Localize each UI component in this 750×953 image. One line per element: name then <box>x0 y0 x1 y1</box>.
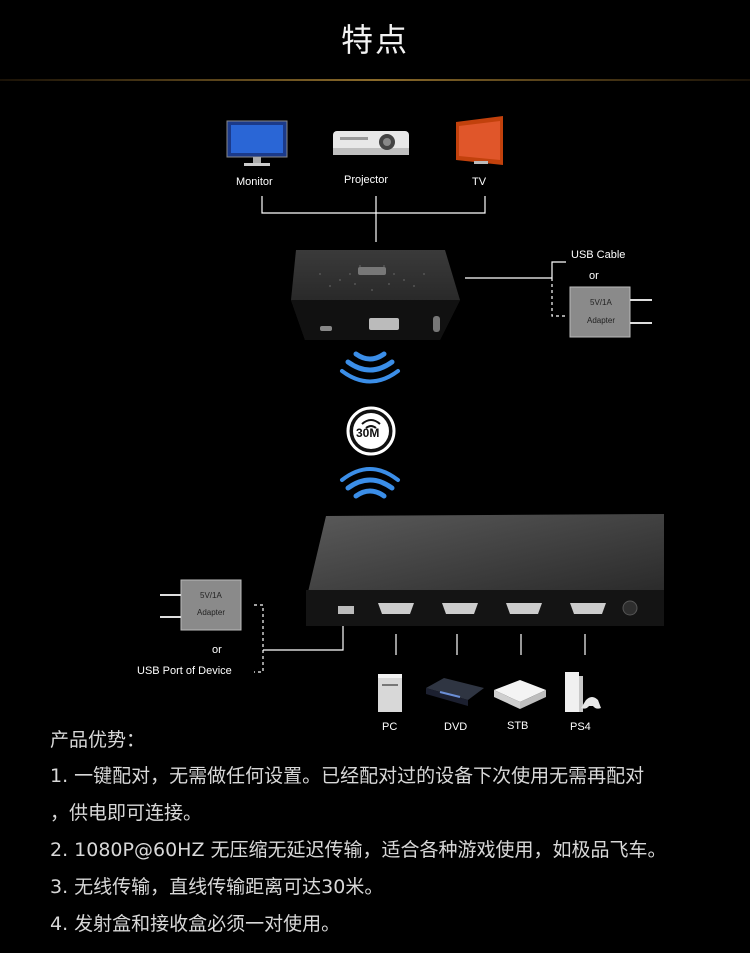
range-badge-text: 30M <box>356 426 380 440</box>
connection-diagram: Monitor Projector TV USB Cable or 5V/1A … <box>137 116 664 733</box>
tv-icon <box>456 116 503 165</box>
adapter-left-label: Adapter <box>197 608 226 617</box>
page-title: 特点 <box>340 21 409 59</box>
transmitter-switch <box>306 514 664 626</box>
adapter-top-rating: 5V/1A <box>590 298 612 307</box>
usb-port-label: USB Port of Device <box>137 665 232 677</box>
wifi-signal-bottom-icon <box>340 467 400 499</box>
projector-icon <box>333 131 409 155</box>
source-label-pc: PC <box>382 721 398 733</box>
display-label-projector: Projector <box>344 174 389 186</box>
display-label-monitor: Monitor <box>236 176 273 188</box>
wifi-signal-top-icon <box>340 351 400 384</box>
feature-item-3: 3. 无线传输，直线传输距离可达30米。 <box>50 876 384 898</box>
adapter-left-rating: 5V/1A <box>200 591 222 600</box>
adapter-left <box>160 579 242 631</box>
stb-icon <box>494 680 546 709</box>
features-section: 产品优势： 1. 一键配对，无需做任何设置。已经配对过的设备下次使用无需再配对 … <box>50 722 730 943</box>
title-divider <box>0 79 750 81</box>
or-label-left: or <box>212 644 222 656</box>
feature-item-1: 1. 一键配对，无需做任何设置。已经配对过的设备下次使用无需再配对 <box>50 765 645 787</box>
features-title: 产品优势： <box>50 729 146 751</box>
display-label-tv: TV <box>472 176 487 188</box>
range-badge-icon <box>346 406 396 456</box>
feature-item-4: 4. 发射盒和接收盒必须一对使用。 <box>50 913 341 935</box>
usb-cable-label: USB Cable <box>571 249 626 261</box>
ps4-icon <box>565 672 601 712</box>
or-label-top: or <box>589 270 599 282</box>
feature-item-2: 2. 1080P@60HZ 无压缩无延迟传输，适合各种游戏使用，如极品飞车。 <box>50 839 667 861</box>
pc-icon <box>378 674 402 712</box>
monitor-icon <box>226 120 288 166</box>
dvd-icon <box>426 678 484 706</box>
source-label-stb: STB <box>507 720 529 732</box>
adapter-top <box>569 286 652 338</box>
adapter-top-label: Adapter <box>587 316 616 325</box>
source-label-ps4: PS4 <box>570 721 591 733</box>
source-label-dvd: DVD <box>444 721 468 733</box>
receiver-box <box>291 250 460 340</box>
feature-item-1-cont: ，供电即可连接。 <box>50 802 203 824</box>
